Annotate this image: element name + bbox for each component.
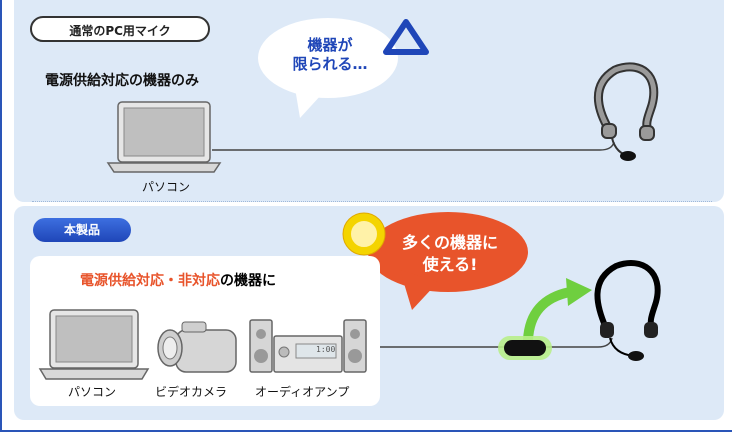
device-label-amp: オーディオアンプ bbox=[255, 385, 350, 399]
top-heading: 電源供給対応の機器のみ bbox=[45, 73, 199, 89]
device-label-pc: パソコン bbox=[68, 385, 117, 399]
bottom-heading-rest: の機器に bbox=[220, 273, 276, 289]
curved-arrow-icon bbox=[523, 278, 592, 345]
device-label-camera: ビデオカメラ bbox=[155, 385, 228, 399]
laptop-icon bbox=[106, 101, 222, 173]
bottom-heading: 電源供給対応・非対応の機器に bbox=[80, 270, 276, 290]
divider bbox=[32, 201, 712, 202]
top-bubble-line1: 機器が bbox=[307, 36, 353, 54]
circle-mark-icon bbox=[342, 212, 386, 256]
outer-frame bbox=[0, 0, 732, 432]
top-bubble-line2: 限られる… bbox=[292, 55, 368, 73]
headset-icon bbox=[594, 260, 661, 361]
normal-mic-badge: 通常のPC用マイク bbox=[30, 16, 210, 42]
bottom-speech-bubble bbox=[368, 212, 528, 310]
triangle-mark-icon bbox=[383, 19, 429, 55]
top-cable bbox=[212, 141, 615, 151]
amp-display: 1:00 bbox=[316, 345, 336, 354]
usb-adapter-icon bbox=[498, 336, 552, 360]
headset-icon bbox=[594, 62, 659, 161]
product-badge: 本製品 bbox=[33, 218, 131, 242]
bottom-bubble-line2: 使える! bbox=[422, 255, 478, 274]
bottom-bubble-line1: 多くの機器に bbox=[401, 233, 498, 252]
bottom-bubble-text: 多くの機器に 使える! bbox=[385, 232, 515, 276]
top-speech-bubble bbox=[258, 18, 398, 118]
bottom-cable bbox=[380, 337, 613, 348]
top-bubble-text: 機器が 限られる… bbox=[290, 36, 370, 74]
top-device-label: パソコン bbox=[142, 180, 191, 194]
bottom-heading-highlight: 電源供給対応・非対応 bbox=[80, 273, 220, 289]
